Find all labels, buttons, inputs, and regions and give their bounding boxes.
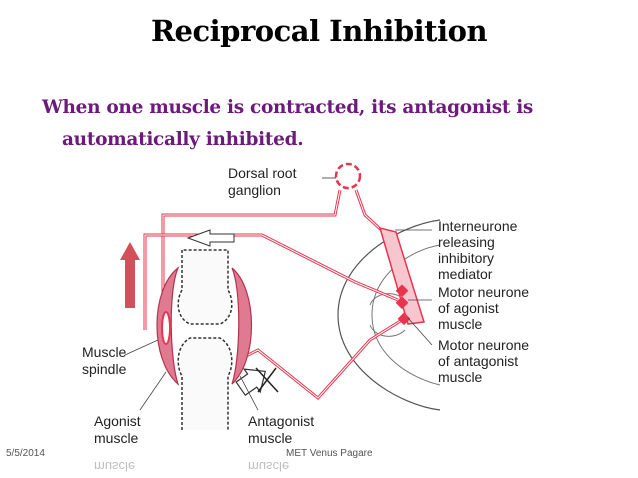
dorsal-root-label-2: ganglion [228, 182, 281, 198]
motor-agonist-label-2: of agonist [438, 300, 499, 316]
footer-author: MET Venus Pagare [286, 448, 373, 459]
agonist-label-1: Agonist [94, 413, 141, 429]
antagonist-label-1: Antagonist [248, 413, 314, 429]
slide-subtitle: When one muscle is contracted, its antag… [42, 92, 602, 156]
subtitle-line-1: When one muscle is contracted, its antag… [42, 97, 534, 118]
motor-agonist-label-1: Motor neurone [438, 284, 529, 300]
interneurone [378, 226, 425, 326]
arrow-up-icon [120, 242, 140, 308]
interneurone-label-3: inhibitory [438, 250, 494, 266]
motor-antagonist-label-3: muscle [438, 369, 483, 385]
antagonist-muscle [231, 267, 253, 385]
muscle-spindle-label-2: spindle [82, 361, 127, 377]
blocked-arrow-icon [235, 367, 279, 396]
motor-antagonist-label-2: of antagonist [438, 353, 518, 369]
subtitle-line-2: automatically inhibited. [62, 129, 304, 150]
interneurone-label-4: mediator [438, 266, 493, 282]
interneurone-label-2: releasing [438, 234, 495, 250]
interneurone-label-1: Interneurone [438, 218, 518, 234]
mirror-label-2: muscle [248, 459, 289, 474]
antagonist-label-2: muscle [248, 430, 293, 446]
leader-lines [124, 229, 433, 411]
dorsal-root-label-1: Dorsal root [228, 165, 297, 181]
muscle-spindle [161, 311, 171, 345]
dorsal-root-ganglion [322, 162, 362, 190]
knee-joint [177, 249, 233, 430]
arrow-left-icon [186, 229, 235, 247]
slide-title: Reciprocal Inhibition [150, 14, 488, 48]
motor-agonist-label-3: muscle [438, 316, 483, 332]
footer-date: 5/5/2014 [6, 448, 45, 459]
muscle-spindle-label-1: Muscle [82, 344, 127, 360]
agonist-label-2: muscle [94, 430, 139, 446]
motor-antagonist-label-1: Motor neurone [438, 337, 529, 353]
mirror-label-1: muscle [94, 459, 135, 474]
